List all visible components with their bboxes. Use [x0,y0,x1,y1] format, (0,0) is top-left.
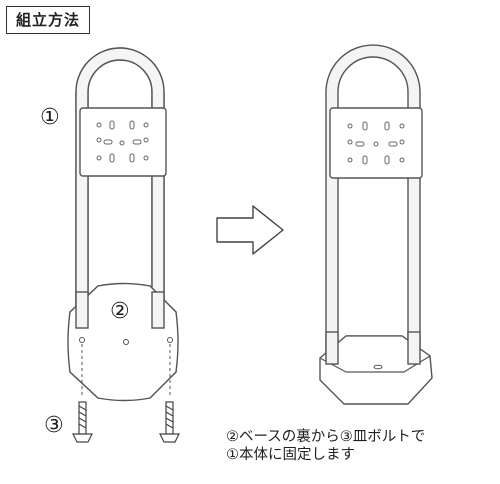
label-bolts: ③ [44,413,64,438]
label-frame: ① [40,105,60,130]
bolt-left [72,401,93,443]
bolt-right [159,401,180,443]
label-base: ② [110,299,130,324]
alignment-lines [81,344,171,398]
exploded-view: ① ② ③ [40,47,180,443]
frame-rails [75,47,165,320]
caption-line-1: ②ベースの裏から③皿ボルトで [226,429,426,445]
plate-holes [96,120,149,163]
section-title: 組立方法 [6,6,91,34]
instruction-caption: ②ベースの裏から③皿ボルトで ①本体に固定します [226,428,425,464]
mounting-plate [79,107,167,177]
caption-line-2: ①本体に固定します [226,447,355,463]
assembled-view [319,44,433,405]
right-arrow-icon [216,205,284,255]
assembled-mounting-plate [329,107,423,179]
